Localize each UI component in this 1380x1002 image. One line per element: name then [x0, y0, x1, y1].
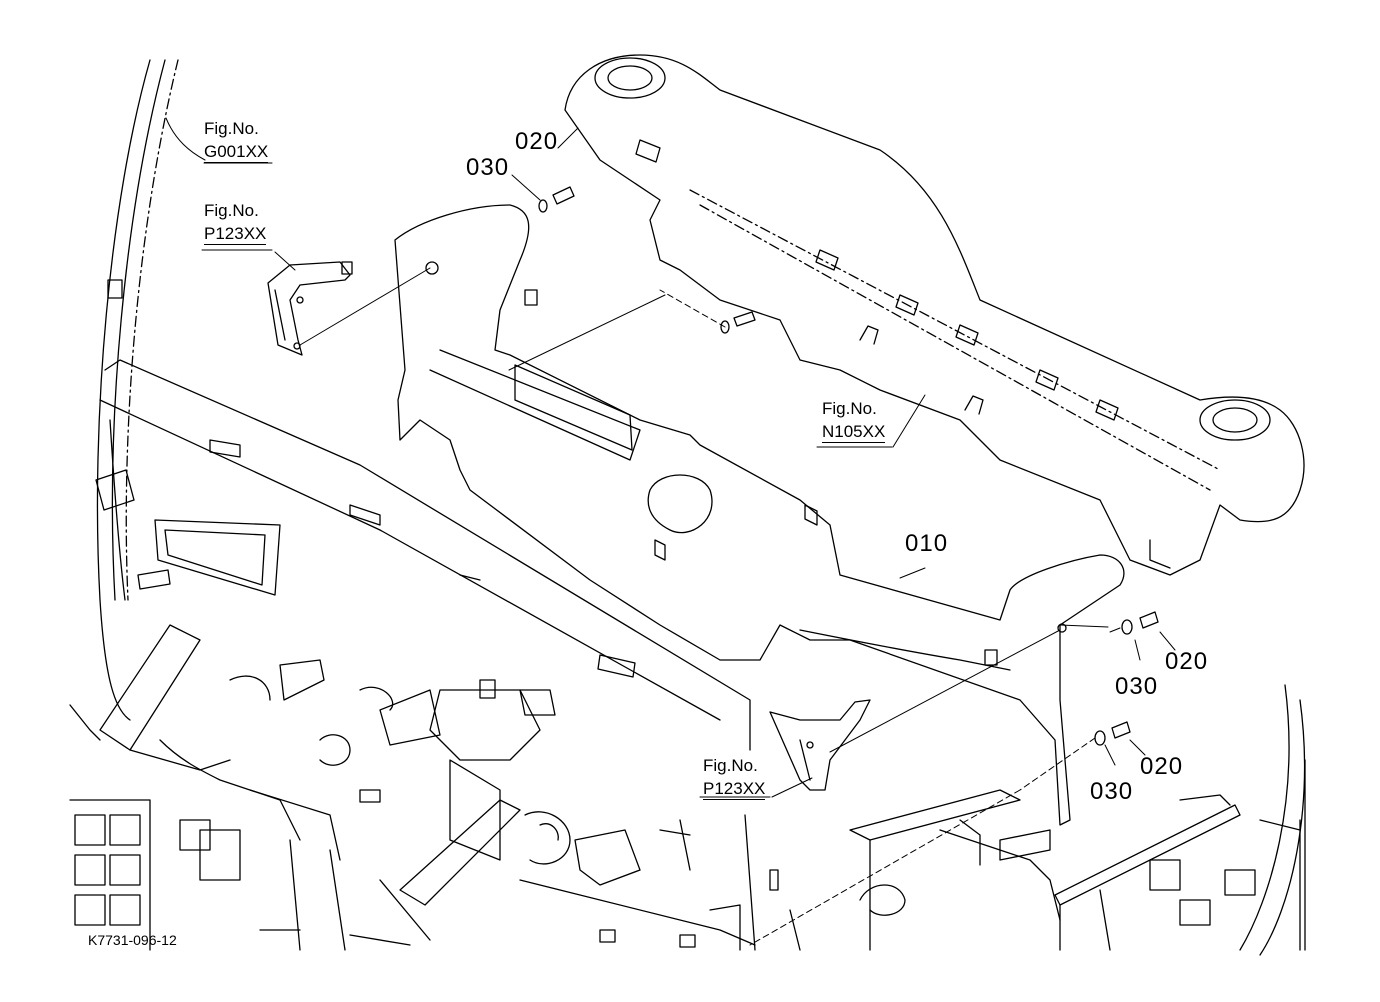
fig-ref-g001: Fig.No. G001XX: [204, 119, 269, 163]
fig-ref-p123-upper-code: P123XX: [204, 224, 267, 245]
fig-ref-g001-code: G001XX: [204, 142, 269, 163]
part-callout-030-low: 030: [1090, 778, 1134, 805]
cab-frame-right: [1239, 684, 1306, 956]
fig-ref-n105: Fig.No. N105XX: [822, 399, 886, 443]
bolt-washer-low: [1094, 721, 1131, 746]
fig-ref-n105-code: N105XX: [822, 422, 886, 443]
bottom-right-frame: [849, 789, 1301, 951]
part-callout-030-mid: 030: [1115, 673, 1159, 700]
fig-ref-p123-lower-code: P123XX: [703, 779, 766, 800]
dash-panel-upper: [564, 54, 1305, 576]
bolt-washer-top: [538, 186, 575, 213]
fig-ref-p123-upper-label: Fig.No.: [204, 201, 259, 220]
fig-ref-p123-lower: Fig.No. P123XX: [703, 756, 766, 800]
fig-ref-p123-upper: Fig.No. P123XX: [204, 201, 267, 245]
bolt-washer-center: [720, 311, 756, 334]
drawing-code: K7731-096-12: [88, 932, 177, 948]
part-callout-010: 010: [905, 530, 949, 557]
fig-ref-g001-label: Fig.No.: [204, 119, 259, 138]
bracket-p123-lower: [769, 699, 871, 791]
part-callout-020-top: 020: [515, 128, 559, 155]
bolt-washer-mid: [1121, 611, 1159, 635]
fig-ref-n105-label: Fig.No.: [822, 399, 877, 418]
lower-dash-structure: [99, 359, 801, 951]
fig-ref-p123-lower-label: Fig.No.: [703, 756, 758, 775]
part-callout-020-mid: 020: [1165, 648, 1209, 675]
panel-010: [394, 204, 1125, 826]
cab-frame-left: [95, 59, 179, 721]
leader-lines: [165, 117, 1176, 946]
part-callout-030-top: 030: [466, 154, 510, 181]
bracket-p123-upper: [267, 261, 353, 356]
bottom-left-frame: [69, 624, 521, 951]
part-callout-020-low: 020: [1140, 753, 1184, 780]
